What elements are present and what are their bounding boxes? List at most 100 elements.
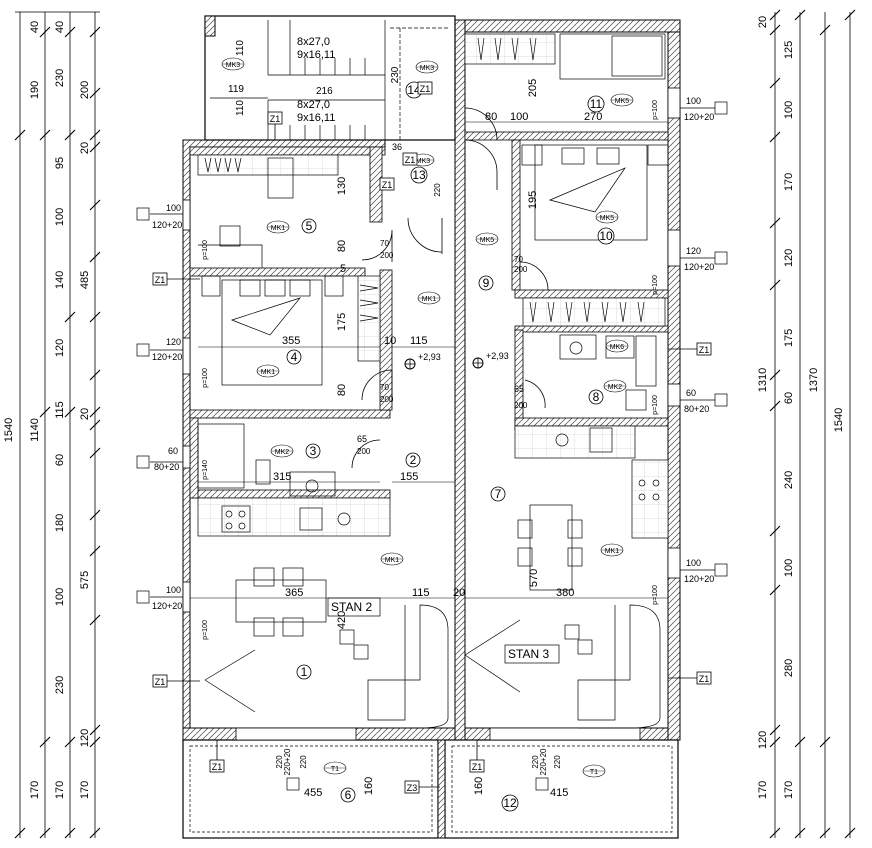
svg-text:220: 220 — [275, 755, 284, 769]
z1-tag-3: Z1 — [267, 111, 283, 140]
svg-text:420: 420 — [336, 611, 348, 629]
dim-r-100b: 100 — [783, 559, 795, 577]
room-4-marker: 4 — [286, 349, 302, 365]
z1-tag-1: Z1 — [152, 272, 200, 286]
svg-text:7: 7 — [495, 487, 502, 501]
stair-dim-216: 216 — [316, 86, 333, 97]
stair-flight-2-line1: 8x27,0 — [297, 99, 330, 111]
sill-heights: p=100 p=100 p=140 p=100 p=100 p=100 p=10… — [202, 100, 659, 640]
svg-text:MK3: MK3 — [416, 158, 431, 165]
mk1-tag-hall: MK1 — [417, 291, 441, 305]
stan3-label: STAN 3 — [508, 647, 549, 661]
dim-r-175: 175 — [783, 329, 795, 347]
dim-120a: 120 — [54, 339, 66, 357]
svg-text:195: 195 — [527, 191, 539, 209]
stan3-box — [504, 644, 560, 664]
dim-r-240: 240 — [783, 471, 795, 489]
svg-text:355: 355 — [282, 335, 300, 347]
svg-text:200: 200 — [380, 251, 394, 260]
svg-text:p=100: p=100 — [652, 275, 659, 295]
svg-text:70: 70 — [380, 239, 389, 248]
right-dimension-labels: 20 125 100 170 120 175 60 240 100 280 12… — [757, 16, 845, 799]
dim-r-1370: 1370 — [808, 368, 820, 392]
svg-text:415: 415 — [550, 787, 568, 799]
mk5-tag-room11: MK5 — [610, 93, 634, 107]
svg-text:365: 365 — [285, 587, 303, 599]
dim-40a: 40 — [29, 21, 41, 33]
dim-95: 95 — [54, 157, 66, 169]
svg-text:p=100: p=100 — [202, 620, 209, 640]
dim-140: 140 — [54, 271, 66, 289]
furniture — [197, 33, 669, 729]
dim-r-170b: 170 — [783, 781, 795, 799]
mk2-tag-room8: MK2 — [603, 379, 627, 393]
z-tags: Z1 Z1 Z1 Z1 Z1 Z1 Z1 Z1 Z1 Z1 Z3 — [152, 81, 712, 794]
dim-100b: 100 — [54, 588, 66, 606]
room-11-marker: 11 — [587, 95, 605, 113]
interior-dimensions: 355 315 155 115 365 115 20 380 455 415 2… — [190, 79, 668, 799]
svg-text:120+20: 120+20 — [684, 574, 714, 584]
svg-text:Z1: Z1 — [699, 345, 710, 355]
svg-text:115: 115 — [410, 335, 428, 347]
svg-text:65: 65 — [357, 434, 367, 444]
svg-text:MK1: MK1 — [271, 225, 286, 232]
dim-r-1540: 1540 — [833, 408, 845, 432]
svg-text:155: 155 — [400, 471, 418, 483]
left-dimension-labels: 1540 1140 485 575 40 190 40 230 200 20 9… — [3, 21, 91, 799]
dim-170b: 170 — [54, 781, 66, 799]
svg-text:10: 10 — [384, 335, 396, 347]
svg-text:5: 5 — [340, 263, 346, 275]
room-5-marker: 5 — [301, 218, 317, 234]
dim-230b: 230 — [54, 676, 66, 694]
svg-text:200: 200 — [514, 265, 528, 274]
t1-tag-room12: T1 — [582, 764, 606, 778]
svg-text:80: 80 — [336, 384, 348, 396]
svg-text:120: 120 — [166, 337, 181, 347]
svg-text:5: 5 — [306, 219, 313, 233]
window-tag-left-3: 60 80+20 — [136, 446, 183, 472]
mk1-tag-room4: MK1 — [256, 364, 280, 378]
svg-text:MK3: MK3 — [226, 62, 241, 69]
dim-r-20: 20 — [757, 16, 769, 28]
svg-text:70: 70 — [514, 255, 523, 264]
stan2-label: STAN 2 — [331, 600, 372, 614]
svg-text:160: 160 — [363, 777, 375, 795]
t1-tag-room6: T1 — [323, 761, 347, 775]
window-tag-left-2: 120 120+20 — [136, 337, 183, 362]
svg-text:60: 60 — [168, 446, 178, 456]
room-12-marker: 12 — [501, 794, 519, 812]
mk1-tag-room7: MK1 — [600, 543, 624, 557]
level-marker-left: +2,93 — [404, 352, 441, 370]
dim-60: 60 — [54, 454, 66, 466]
room-8-marker: 8 — [588, 389, 604, 405]
svg-text:380: 380 — [556, 587, 574, 599]
svg-text:205: 205 — [527, 79, 539, 97]
svg-text:MK1: MK1 — [422, 296, 437, 303]
svg-text:20: 20 — [453, 587, 465, 599]
svg-text:13: 13 — [412, 168, 426, 182]
svg-text:Z1: Z1 — [472, 762, 483, 772]
doors — [351, 107, 549, 469]
dim-r-1310: 1310 — [757, 368, 769, 392]
z1-tag-8: Z1 — [668, 671, 712, 685]
svg-text:115: 115 — [412, 587, 430, 599]
svg-text:130: 130 — [336, 177, 348, 195]
dim-575: 575 — [79, 571, 91, 589]
room-9-marker: 9 — [478, 275, 494, 291]
svg-text:Z3: Z3 — [407, 783, 418, 793]
svg-text:80: 80 — [336, 240, 348, 252]
balconies — [182, 739, 679, 839]
svg-text:MK3: MK3 — [420, 65, 435, 72]
dim-170c: 170 — [79, 781, 91, 799]
svg-text:Z1: Z1 — [405, 155, 416, 165]
dim-100a: 100 — [54, 208, 66, 226]
dim-200: 200 — [79, 81, 91, 99]
svg-text:MK1: MK1 — [385, 557, 400, 564]
z1-tag-6: Z1 — [402, 152, 418, 166]
svg-text:Z1: Z1 — [382, 180, 393, 190]
dim-190: 190 — [29, 81, 41, 99]
window-tag-left-4: 100 120+20 — [136, 585, 183, 611]
stair-flight-1-line1: 8x27,0 — [297, 36, 330, 48]
svg-text:200: 200 — [514, 401, 528, 410]
